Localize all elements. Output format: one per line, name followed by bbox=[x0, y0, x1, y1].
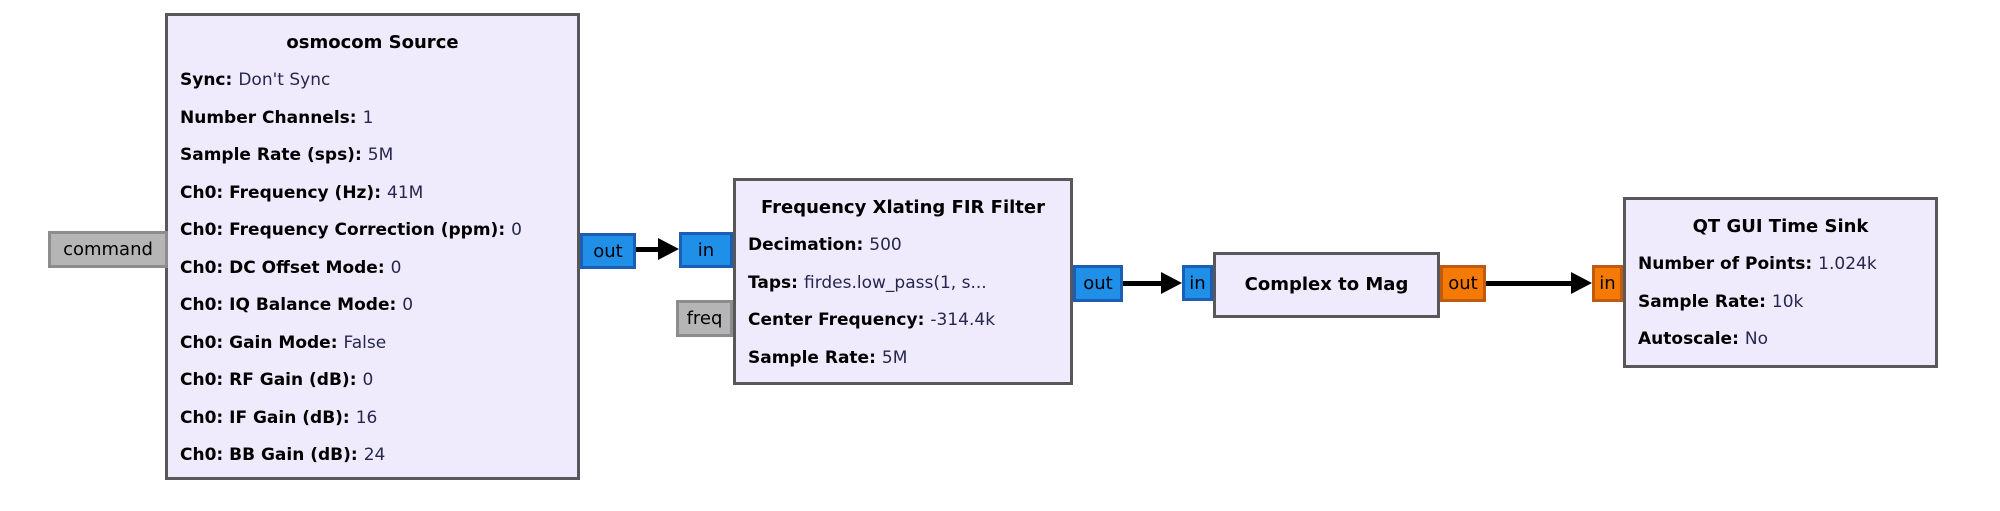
param-row: Ch0: DC Offset Mode0 bbox=[180, 250, 571, 288]
param-row: Sample Rate10k bbox=[1638, 284, 1929, 322]
connection-complex-to-mag-to-time-sink[interactable] bbox=[1486, 281, 1572, 286]
param-list: Sync Don't Sync Number Channels1 Sample R… bbox=[168, 56, 577, 475]
param-name: Number of Points bbox=[1638, 254, 1812, 274]
param-value: 16 bbox=[355, 407, 378, 428]
param-name: Ch0: Frequency (Hz) bbox=[180, 183, 381, 203]
param-name: Sync bbox=[180, 70, 232, 90]
param-value: 1.024k bbox=[1818, 254, 1877, 274]
param-name: Number Channels bbox=[180, 108, 357, 128]
port-time-sink-in[interactable]: in bbox=[1592, 265, 1623, 302]
connection-osmocom-to-fir[interactable] bbox=[636, 247, 660, 252]
param-value: 1 bbox=[362, 107, 374, 128]
param-value: False bbox=[343, 332, 387, 353]
param-row: Ch0: BB Gain (dB)24 bbox=[180, 437, 571, 475]
param-list: Decimation 500 Tapsfirdes.low_pass(1, s..… bbox=[736, 221, 1070, 377]
port-label: out bbox=[1448, 273, 1478, 294]
param-row: Ch0: Gain ModeFalse bbox=[180, 325, 571, 363]
port-fir-out[interactable]: out bbox=[1073, 265, 1123, 302]
port-label: in bbox=[1599, 273, 1616, 294]
param-row: Number Channels1 bbox=[180, 100, 571, 138]
param-name: Sample Rate (sps) bbox=[180, 145, 362, 165]
param-row: Sync Don't Sync bbox=[180, 62, 571, 100]
connection-fir-to-complex-to-mag[interactable] bbox=[1123, 281, 1163, 286]
port-label: out bbox=[1083, 273, 1113, 294]
param-row: Center Frequency -314.4k bbox=[748, 302, 1064, 340]
param-row: Sample Rate (sps)5M bbox=[180, 137, 571, 175]
param-name: Decimation bbox=[748, 235, 863, 255]
arrowhead-icon bbox=[1161, 272, 1182, 294]
port-complex-to-mag-out[interactable]: out bbox=[1440, 265, 1486, 302]
param-value: firdes.low_pass(1, s... bbox=[803, 272, 987, 293]
param-value: No bbox=[1744, 329, 1769, 349]
port-label: in bbox=[1189, 272, 1206, 294]
arrowhead-icon bbox=[1571, 272, 1592, 294]
block-title: QT GUI Time Sink bbox=[1692, 216, 1869, 237]
param-row: Sample Rate5M bbox=[748, 340, 1064, 378]
param-name: Ch0: DC Offset Mode bbox=[180, 258, 385, 278]
param-value: 24 bbox=[363, 445, 386, 465]
param-name: Taps bbox=[748, 273, 798, 293]
param-name: Ch0: IF Gain (dB) bbox=[180, 408, 350, 428]
param-name: Center Frequency bbox=[748, 310, 924, 330]
param-value: 0 bbox=[390, 257, 402, 278]
param-value: 5M bbox=[881, 347, 908, 368]
block-title: Complex to Mag bbox=[1244, 274, 1409, 295]
param-name: Ch0: BB Gain (dB) bbox=[180, 445, 358, 465]
param-name: Sample Rate bbox=[1638, 292, 1766, 312]
param-name: Autoscale bbox=[1638, 329, 1739, 349]
param-name: Ch0: Frequency Correction (ppm) bbox=[180, 220, 505, 240]
param-row: Decimation 500 bbox=[748, 227, 1064, 265]
port-osmocom-out[interactable]: out bbox=[580, 233, 636, 269]
param-row: Ch0: IF Gain (dB)16 bbox=[180, 400, 571, 438]
param-name: Ch0: Gain Mode bbox=[180, 333, 338, 353]
param-value: 0 bbox=[511, 220, 522, 240]
port-command-message[interactable]: command bbox=[48, 231, 168, 268]
param-value: 41M bbox=[387, 182, 424, 203]
param-row: Number of Points 1.024k bbox=[1638, 246, 1929, 284]
param-row: Ch0: RF Gain (dB)0 bbox=[180, 362, 571, 400]
port-fir-freq-message[interactable]: freq bbox=[676, 300, 733, 337]
block-title: osmocom Source bbox=[286, 32, 459, 53]
param-value: 0 bbox=[362, 370, 374, 390]
port-label: out bbox=[593, 240, 623, 262]
port-label: freq bbox=[686, 308, 723, 329]
block-title: Frequency Xlating FIR Filter bbox=[760, 197, 1045, 218]
param-value: 5M bbox=[367, 145, 394, 165]
arrowhead-icon bbox=[658, 238, 679, 260]
param-value: 10k bbox=[1771, 291, 1804, 312]
port-complex-to-mag-in[interactable]: in bbox=[1182, 265, 1213, 301]
param-row: Ch0: Frequency (Hz) 41M bbox=[180, 175, 571, 213]
param-row: Tapsfirdes.low_pass(1, s... bbox=[748, 265, 1064, 303]
port-label: command bbox=[63, 239, 153, 260]
block-complex-to-mag[interactable]: Complex to Mag bbox=[1213, 252, 1440, 318]
param-list: Number of Points 1.024k Sample Rate10k Au… bbox=[1626, 240, 1935, 359]
param-row: Ch0: Frequency Correction (ppm) 0 bbox=[180, 212, 571, 250]
param-row: AutoscaleNo bbox=[1638, 321, 1929, 359]
param-value: Don't Sync bbox=[238, 70, 331, 90]
param-value: -314.4k bbox=[930, 310, 996, 330]
port-label: in bbox=[697, 239, 715, 261]
param-row: Ch0: IQ Balance Mode 0 bbox=[180, 287, 571, 325]
param-name: Ch0: RF Gain (dB) bbox=[180, 370, 357, 390]
param-name: Ch0: IQ Balance Mode bbox=[180, 295, 396, 315]
block-freq-xlating-fir-filter[interactable]: Frequency Xlating FIR Filter Decimation 5… bbox=[733, 178, 1073, 385]
block-qt-gui-time-sink[interactable]: QT GUI Time Sink Number of Points 1.024k … bbox=[1623, 197, 1938, 368]
param-value: 0 bbox=[402, 295, 414, 315]
param-name: Sample Rate bbox=[748, 348, 876, 368]
block-osmocom-source[interactable]: osmocom Source Sync Don't Sync Number Cha… bbox=[165, 13, 580, 480]
port-fir-in[interactable]: in bbox=[679, 232, 733, 268]
param-value: 500 bbox=[869, 235, 902, 255]
